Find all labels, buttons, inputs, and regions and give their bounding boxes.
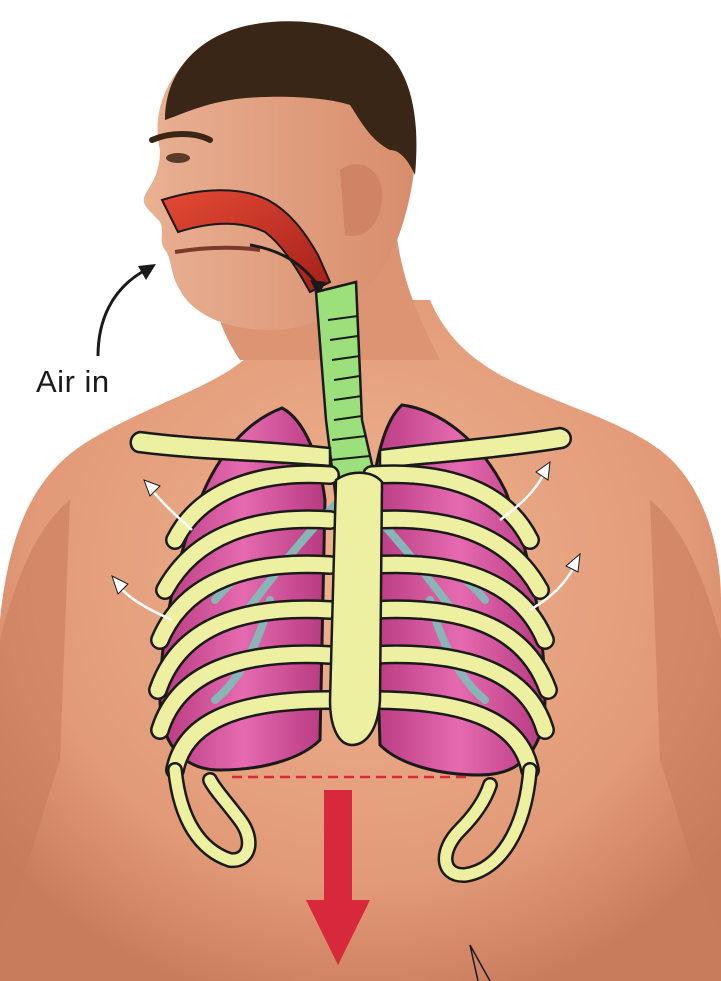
curved-arrow-icon xyxy=(98,272,142,356)
sternum xyxy=(330,473,382,745)
air-in-label: Air in xyxy=(36,364,110,400)
eye xyxy=(166,153,190,163)
